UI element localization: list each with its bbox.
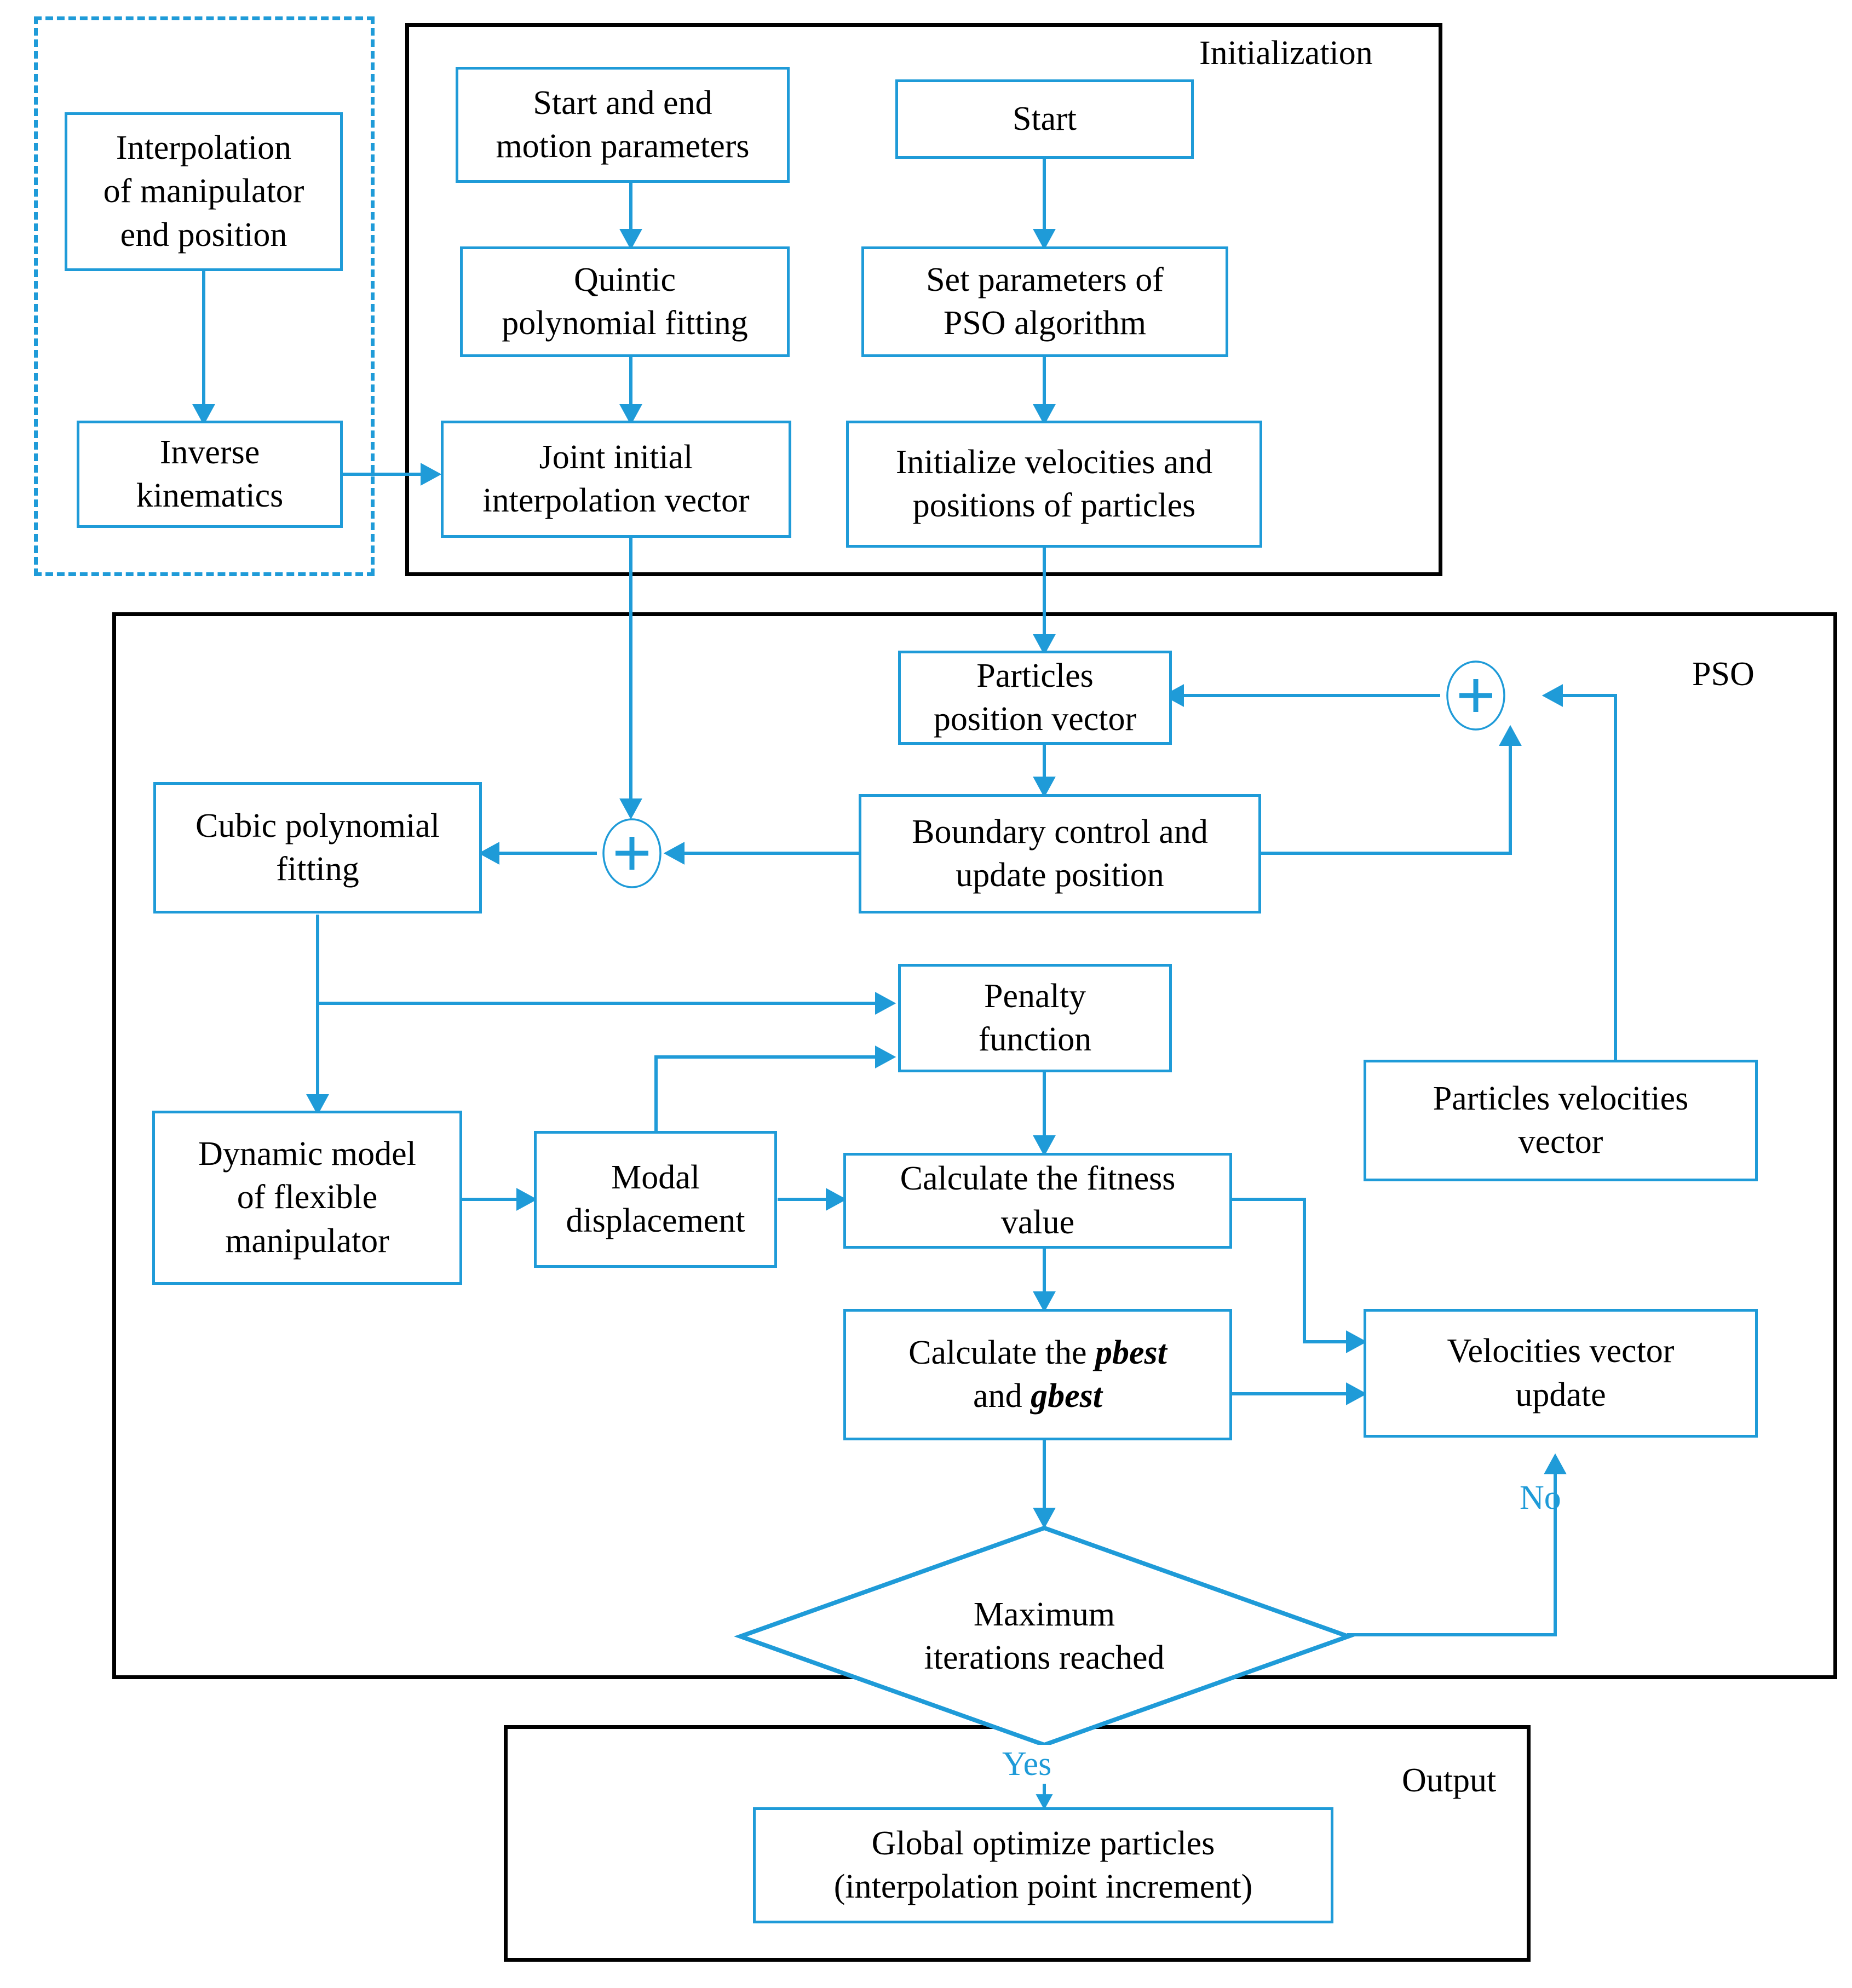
node-calculate-pbest-gbest-label: Calculate the pbest and gbest [852, 1331, 1224, 1418]
node-start-label: Start [1012, 100, 1077, 137]
initialization-group-label: Initialization [1199, 35, 1373, 72]
node-calculate-pbest-gbest-middle: and [973, 1377, 1031, 1415]
node-global-optimize-particles[interactable]: Global optimize particles(interpolation … [753, 1807, 1333, 1923]
node-global-optimize-particles-label: Global optimize particles(interpolation … [833, 1824, 1253, 1905]
pso-group-label: PSO [1692, 656, 1755, 693]
node-calculate-pbest-gbest-pbest: pbest [1095, 1334, 1167, 1371]
initialization-group-frame [405, 23, 1442, 576]
node-calculate-pbest-gbest[interactable]: Calculate the pbest and gbest [843, 1309, 1232, 1440]
interpolation-group-frame [34, 16, 375, 576]
edge-label-yes: Yes [997, 1745, 1057, 1784]
node-calculate-pbest-gbest-prefix: Calculate the [908, 1334, 1095, 1371]
node-calculate-pbest-gbest-gbest: gbest [1031, 1377, 1102, 1415]
sum-operator-right [1447, 662, 1504, 729]
edge-label-no: No [1520, 1479, 1561, 1516]
output-group-label: Output [1402, 1762, 1497, 1799]
node-start[interactable]: Start [895, 79, 1194, 159]
sum-operator-left [603, 819, 660, 887]
